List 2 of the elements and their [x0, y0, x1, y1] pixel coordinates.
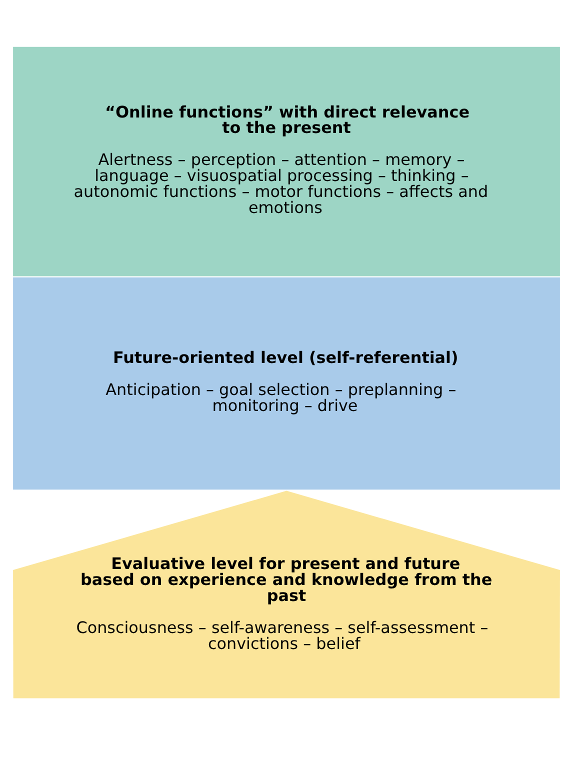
- node-box: “Online functions” with direct relevance to the present Alertness – perception – attention – memory – language – visuospatial processing – thinking – autonomic functions – motor functions – affects and emotions: [13, 46, 560, 276]
- node-box: Future-oriented level (self-referential) Anticipation – goal selection – preplanning – monitoring – drive: [13, 276, 560, 490]
